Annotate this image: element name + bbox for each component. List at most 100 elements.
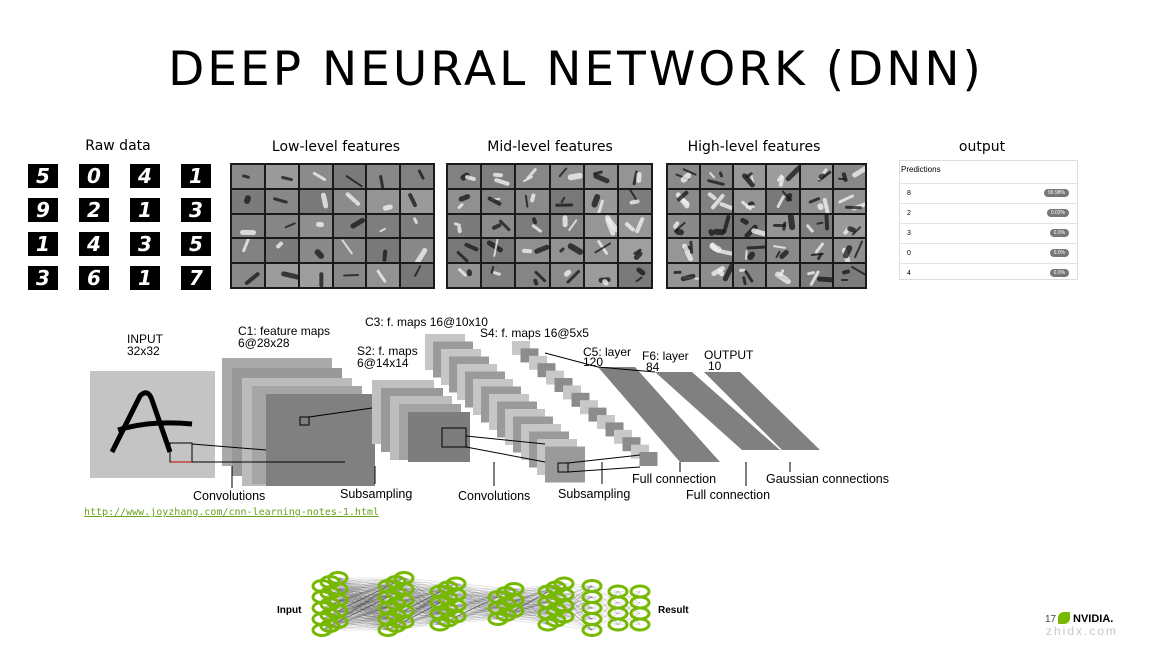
nn-connection [513, 610, 549, 625]
output-label: output [958, 139, 1006, 155]
input-label: INPUT [127, 332, 163, 346]
feature-map-cell [232, 189, 264, 213]
prediction-row: 0 0.0% [900, 243, 1077, 263]
nn-connection [403, 599, 441, 603]
nn-connection [513, 588, 549, 592]
nn-connection [439, 591, 507, 616]
nn-connection [563, 607, 593, 617]
nn-connection [591, 591, 619, 609]
c3-stack [425, 334, 585, 483]
neural-network-illustration [311, 571, 651, 637]
feature-map-cell [668, 214, 700, 238]
nn-connection [337, 577, 405, 601]
nn-connection [591, 613, 619, 620]
nn-connection [395, 581, 441, 614]
nn-connection [555, 607, 593, 621]
prediction-class: 4 [907, 270, 911, 277]
nn-connection [321, 596, 389, 620]
nn-neuron [503, 604, 525, 618]
nn-connection [617, 613, 641, 625]
nn-neuron [393, 615, 415, 629]
nn-connection [555, 596, 593, 610]
predictions-header: Predictions [901, 165, 941, 174]
feature-map-cell [299, 264, 332, 287]
nn-connection [321, 599, 405, 631]
nn-connection [403, 587, 449, 623]
c3-map [545, 446, 585, 483]
caption-subsampling: Subsampling [558, 487, 631, 501]
nn-connection [329, 603, 397, 627]
nn-connection [329, 614, 397, 627]
nn-connection [395, 581, 449, 621]
raw-digit: 0 [79, 164, 109, 188]
feature-map-cell [448, 239, 481, 263]
mid-level-features-label: Mid-level features [487, 139, 613, 155]
feature-map-cell [833, 189, 865, 213]
nn-connection [617, 591, 641, 603]
nn-connection [337, 599, 389, 631]
high-level-feature-grid [666, 163, 867, 289]
feature-map-cell [550, 239, 583, 263]
nn-connection [321, 588, 405, 620]
nn-connection [403, 577, 441, 592]
nn-connection [329, 592, 389, 631]
feature-map-cell [701, 189, 733, 213]
feature-map-cell [668, 264, 700, 287]
caption-full-connection: Full connection [632, 472, 717, 486]
nn-connection [321, 581, 397, 620]
feature-map-cell [550, 214, 583, 238]
nn-connection [403, 613, 441, 623]
nn-connection [505, 591, 549, 594]
nn-connection [403, 599, 441, 614]
nn-connection [387, 596, 449, 621]
feature-map-cell [833, 214, 865, 238]
feature-map-cell [265, 214, 298, 238]
feature-map-cell [367, 165, 400, 188]
high-level-features-label: High-level features [687, 139, 821, 155]
feature-map-cell [232, 239, 264, 263]
feature-map-cell [367, 264, 400, 287]
nn-connection [447, 592, 507, 621]
nn-connection [555, 618, 593, 621]
feature-map-cell [734, 214, 766, 238]
feature-map-cell [401, 239, 433, 263]
nn-neuron [629, 617, 651, 632]
feature-map-cell [448, 165, 481, 188]
nn-connection [329, 592, 397, 627]
nn-connection [329, 596, 389, 616]
nn-connection [403, 588, 441, 603]
nn-connection [563, 616, 593, 620]
nn-connection [563, 596, 593, 606]
nn-connection [395, 602, 441, 605]
nn-connection [555, 585, 593, 588]
nn-connection [395, 591, 441, 627]
nn-connection [395, 587, 449, 616]
source-link[interactable]: http://www.joyzhang.com/cnn-learning-not… [84, 507, 380, 518]
feature-map-cell [618, 239, 651, 263]
nn-connection [329, 603, 389, 631]
nn-connection [497, 583, 565, 620]
raw-data-label: Raw data [85, 138, 151, 154]
nn-connection [447, 587, 515, 612]
slide-title: DEEP NEURAL NETWORK (DNN) [168, 42, 984, 97]
nn-connection [447, 587, 507, 616]
nn-connection [337, 577, 397, 627]
nn-connection [337, 588, 389, 620]
feature-map-cell [333, 165, 366, 188]
conv-line [465, 446, 546, 463]
nn-connection [617, 602, 641, 614]
prediction-badge: 0.0% [1049, 249, 1069, 257]
feature-map-cell [299, 189, 332, 213]
nn-connection [337, 603, 397, 623]
nn-connection [337, 592, 397, 612]
prediction-row: 8 99.98% [900, 183, 1077, 203]
feature-map-cell [401, 214, 433, 238]
feature-map-cell [401, 165, 433, 188]
prediction-row: 2 0.02% [900, 203, 1077, 223]
feature-map-cell [833, 239, 865, 263]
fc-line [597, 366, 656, 373]
feature-map-cell [333, 239, 366, 263]
nn-connection [395, 592, 457, 617]
nn-connection [403, 588, 449, 621]
nn-connection [337, 577, 389, 609]
